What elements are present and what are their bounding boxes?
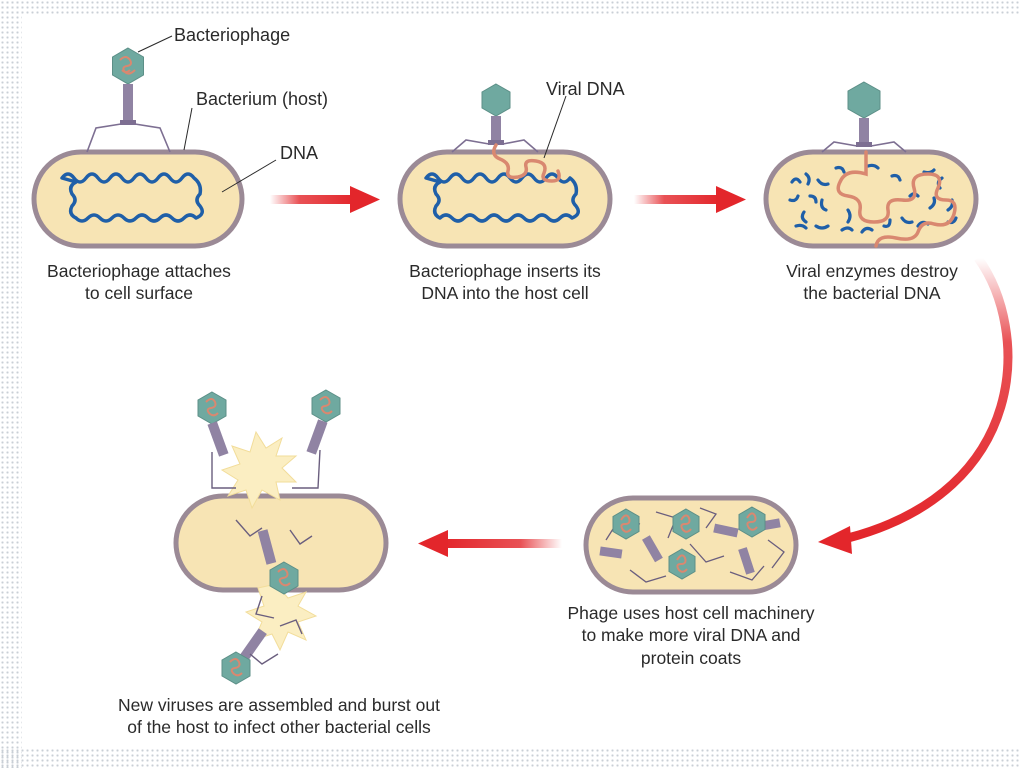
- tail-fibers-5: [211, 449, 321, 665]
- dotted-border-top: [0, 0, 1024, 16]
- protein-coat-tails-4: [599, 518, 781, 575]
- caption-step-1-line-2: to cell surface: [85, 283, 193, 304]
- caption-step-4-line-2: to make more viral DNA and: [581, 625, 801, 646]
- caption-step-1-line-1: Bacteriophage attaches: [47, 261, 231, 281]
- caption-step-4-line-1: Phage uses host cell machinery: [567, 603, 815, 623]
- label-bacteriophage: Bacteriophage: [174, 25, 291, 45]
- label-viral-dna: Viral DNA: [546, 79, 625, 99]
- caption-step-3-line-2: the bacterial DNA: [803, 283, 941, 304]
- bacterium-cell-1: [31, 149, 245, 249]
- caption-step-3-line-1: Viral enzymes destroy: [786, 261, 958, 281]
- caption-step-3: Viral enzymes destroy the bacterial DNA: [752, 260, 992, 305]
- bacteriophage-1: [86, 47, 171, 153]
- caption-step-5-line-2: of the host to infect other bacterial ce…: [127, 717, 431, 738]
- leader-bacteriophage: [137, 35, 173, 53]
- arrow-step-4-to-5: [418, 530, 562, 557]
- arrow-step-2-to-3: [634, 186, 746, 213]
- bacteriophage-2: [451, 83, 539, 153]
- leader-bacterium: [183, 107, 193, 151]
- viral-dna-2: [492, 143, 561, 183]
- caption-step-4-line-3: protein coats: [640, 647, 742, 668]
- caption-step-4: Phage uses host cell machinery to make m…: [540, 602, 842, 669]
- caption-step-2-line-2: DNA into the host cell: [421, 283, 589, 304]
- step-4-replication: [583, 495, 799, 595]
- viral-dna-3: [836, 150, 957, 248]
- leader-viral-dna: [543, 95, 567, 159]
- escaping-phage-5a: [197, 391, 229, 457]
- caption-step-5: New viruses are assembled and burst out …: [84, 694, 474, 739]
- dotted-border-bottom: [0, 748, 1024, 768]
- arrow-step-1-to-2: [270, 186, 380, 213]
- step-1-phage-attaches: [31, 35, 277, 249]
- dotted-border-left: [0, 0, 22, 768]
- step-5-lysis: [173, 389, 389, 685]
- step-3-bacterial-dna-destroyed: [763, 81, 979, 249]
- bacterium-cell-2: [397, 149, 613, 249]
- caption-step-1: Bacteriophage attaches to cell surface: [14, 260, 264, 305]
- caption-step-2-line-1: Bacteriophage inserts its: [409, 261, 601, 281]
- escaping-phage-5c: [257, 529, 299, 595]
- bacterial-dna-1: [60, 172, 204, 223]
- caption-step-2: Bacteriophage inserts its DNA into the h…: [374, 260, 636, 305]
- bacteriophage-3: [821, 81, 907, 153]
- right-edge: [1020, 0, 1024, 768]
- bacterial-dna-2: [424, 172, 580, 223]
- escaping-phage-5b: [306, 389, 341, 455]
- label-dna: DNA: [280, 143, 319, 163]
- step-2-phage-injects-dna: [397, 83, 613, 249]
- label-bacterium-host: Bacterium (host): [196, 89, 329, 109]
- leader-dna: [221, 159, 277, 193]
- escaping-phage-5d: [221, 628, 267, 685]
- caption-step-5-line-1: New viruses are assembled and burst out: [118, 695, 440, 715]
- arrow-step-3-to-4: [818, 255, 1013, 554]
